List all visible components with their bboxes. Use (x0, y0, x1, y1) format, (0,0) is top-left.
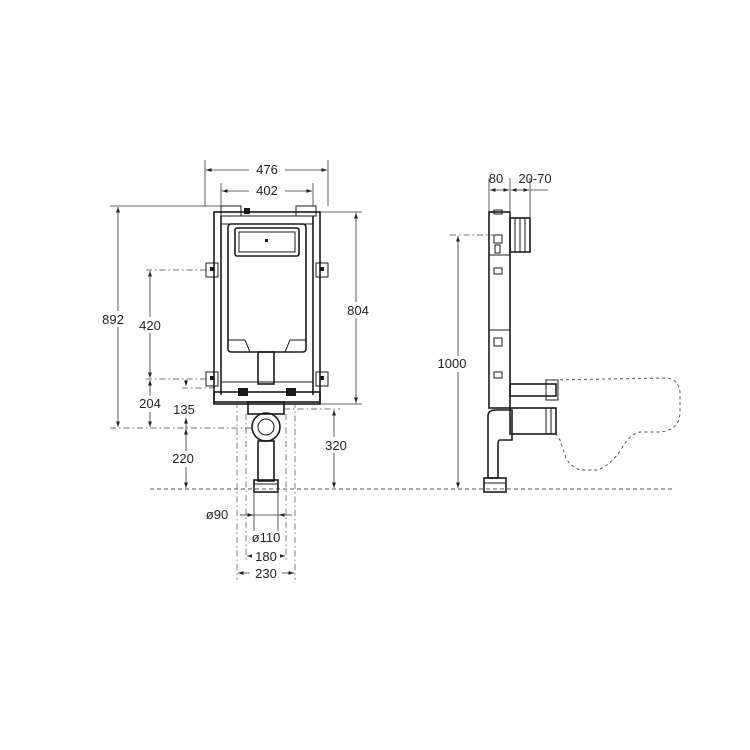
dim-depth-adjust: 20-70 (518, 171, 551, 186)
dim-height-button: 1000 (438, 356, 467, 371)
dim-depth-frame: 80 (489, 171, 503, 186)
dim-pipe-110: ø110 (252, 530, 281, 545)
side-view: 80 20-70 1000 (436, 171, 681, 493)
dim-height-220: 220 (172, 451, 194, 466)
dim-height-135: 135 (173, 402, 195, 417)
dim-spacing-180: 180 (255, 549, 277, 564)
dim-pipe-90: ø90 (206, 507, 228, 522)
dim-height-320: 320 (325, 438, 347, 453)
drain-pipe (247, 401, 285, 493)
dim-spacing-230: 230 (255, 566, 277, 581)
flush-plate-opening (234, 227, 300, 257)
dim-width-outer: 476 (256, 162, 278, 177)
front-view: 476 402 892 420 204 135 220 (98, 160, 373, 581)
dim-height-total: 892 (102, 312, 124, 327)
dim-height-204: 204 (139, 396, 161, 411)
dim-height-frame: 804 (347, 303, 369, 318)
wc-bowl-outline (547, 377, 681, 471)
dim-fixing-height: 420 (139, 318, 161, 333)
frame-outline (205, 205, 329, 405)
dim-width-inner: 402 (256, 183, 278, 198)
